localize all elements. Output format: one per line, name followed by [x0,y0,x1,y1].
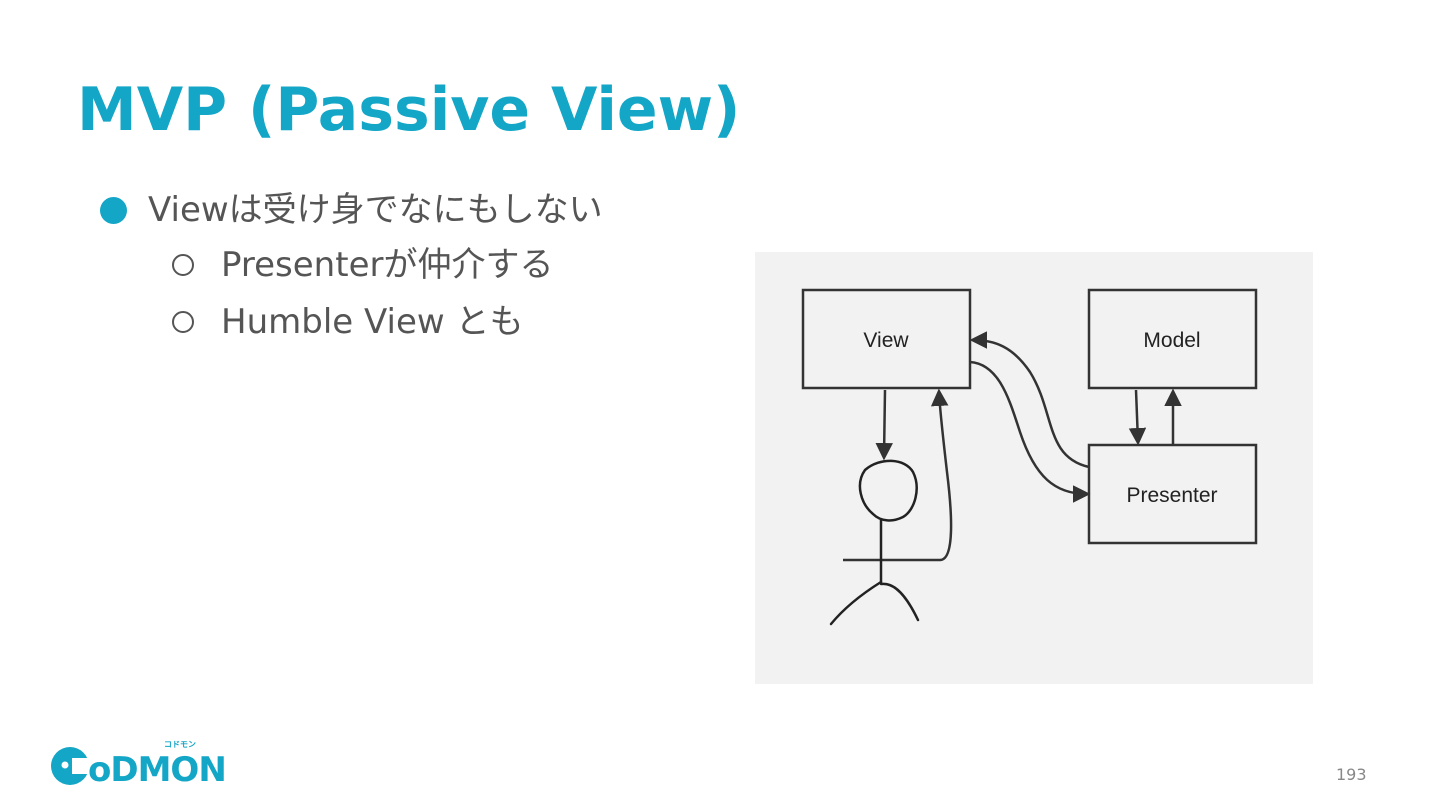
model-box [1087,288,1258,390]
model-label: Model [1143,329,1200,352]
logo-face-icon [51,747,89,785]
codmon-logo: コドモン oDMON [48,738,228,790]
view-to-presenter-arrow [969,360,1091,503]
sub-bullet-item: Presenterが仲介する [221,245,554,285]
logo-svg: コドモン oDMON [51,740,227,790]
presenter-label: Presenter [1126,484,1217,507]
page-number: 193 [1336,765,1367,784]
bullet-item: Viewは受け身でなにもしない [148,190,603,230]
svg-text:コドモン: コドモン [164,740,196,749]
view-to-user-arrow [875,389,893,461]
user-to-view-arrow [843,388,953,562]
svg-text:oDMON: oDMON [88,750,226,790]
sub-bullet-circle [172,311,194,333]
sub-bullet-circle [172,254,194,276]
presenter-to-view-arrow [969,331,1090,469]
mvp-diagram: View Model Presenter [755,252,1313,684]
model-to-presenter-arrow [1128,389,1147,446]
view-label: View [863,329,909,352]
diagram-background [755,252,1313,684]
bullet-dot [100,197,127,224]
slide-title: MVP (Passive View) [77,75,741,145]
user-stick-figure [829,459,920,626]
sub-bullet-item: Humble View とも [221,302,524,342]
diagram-svg: View Model Presenter [755,252,1313,684]
